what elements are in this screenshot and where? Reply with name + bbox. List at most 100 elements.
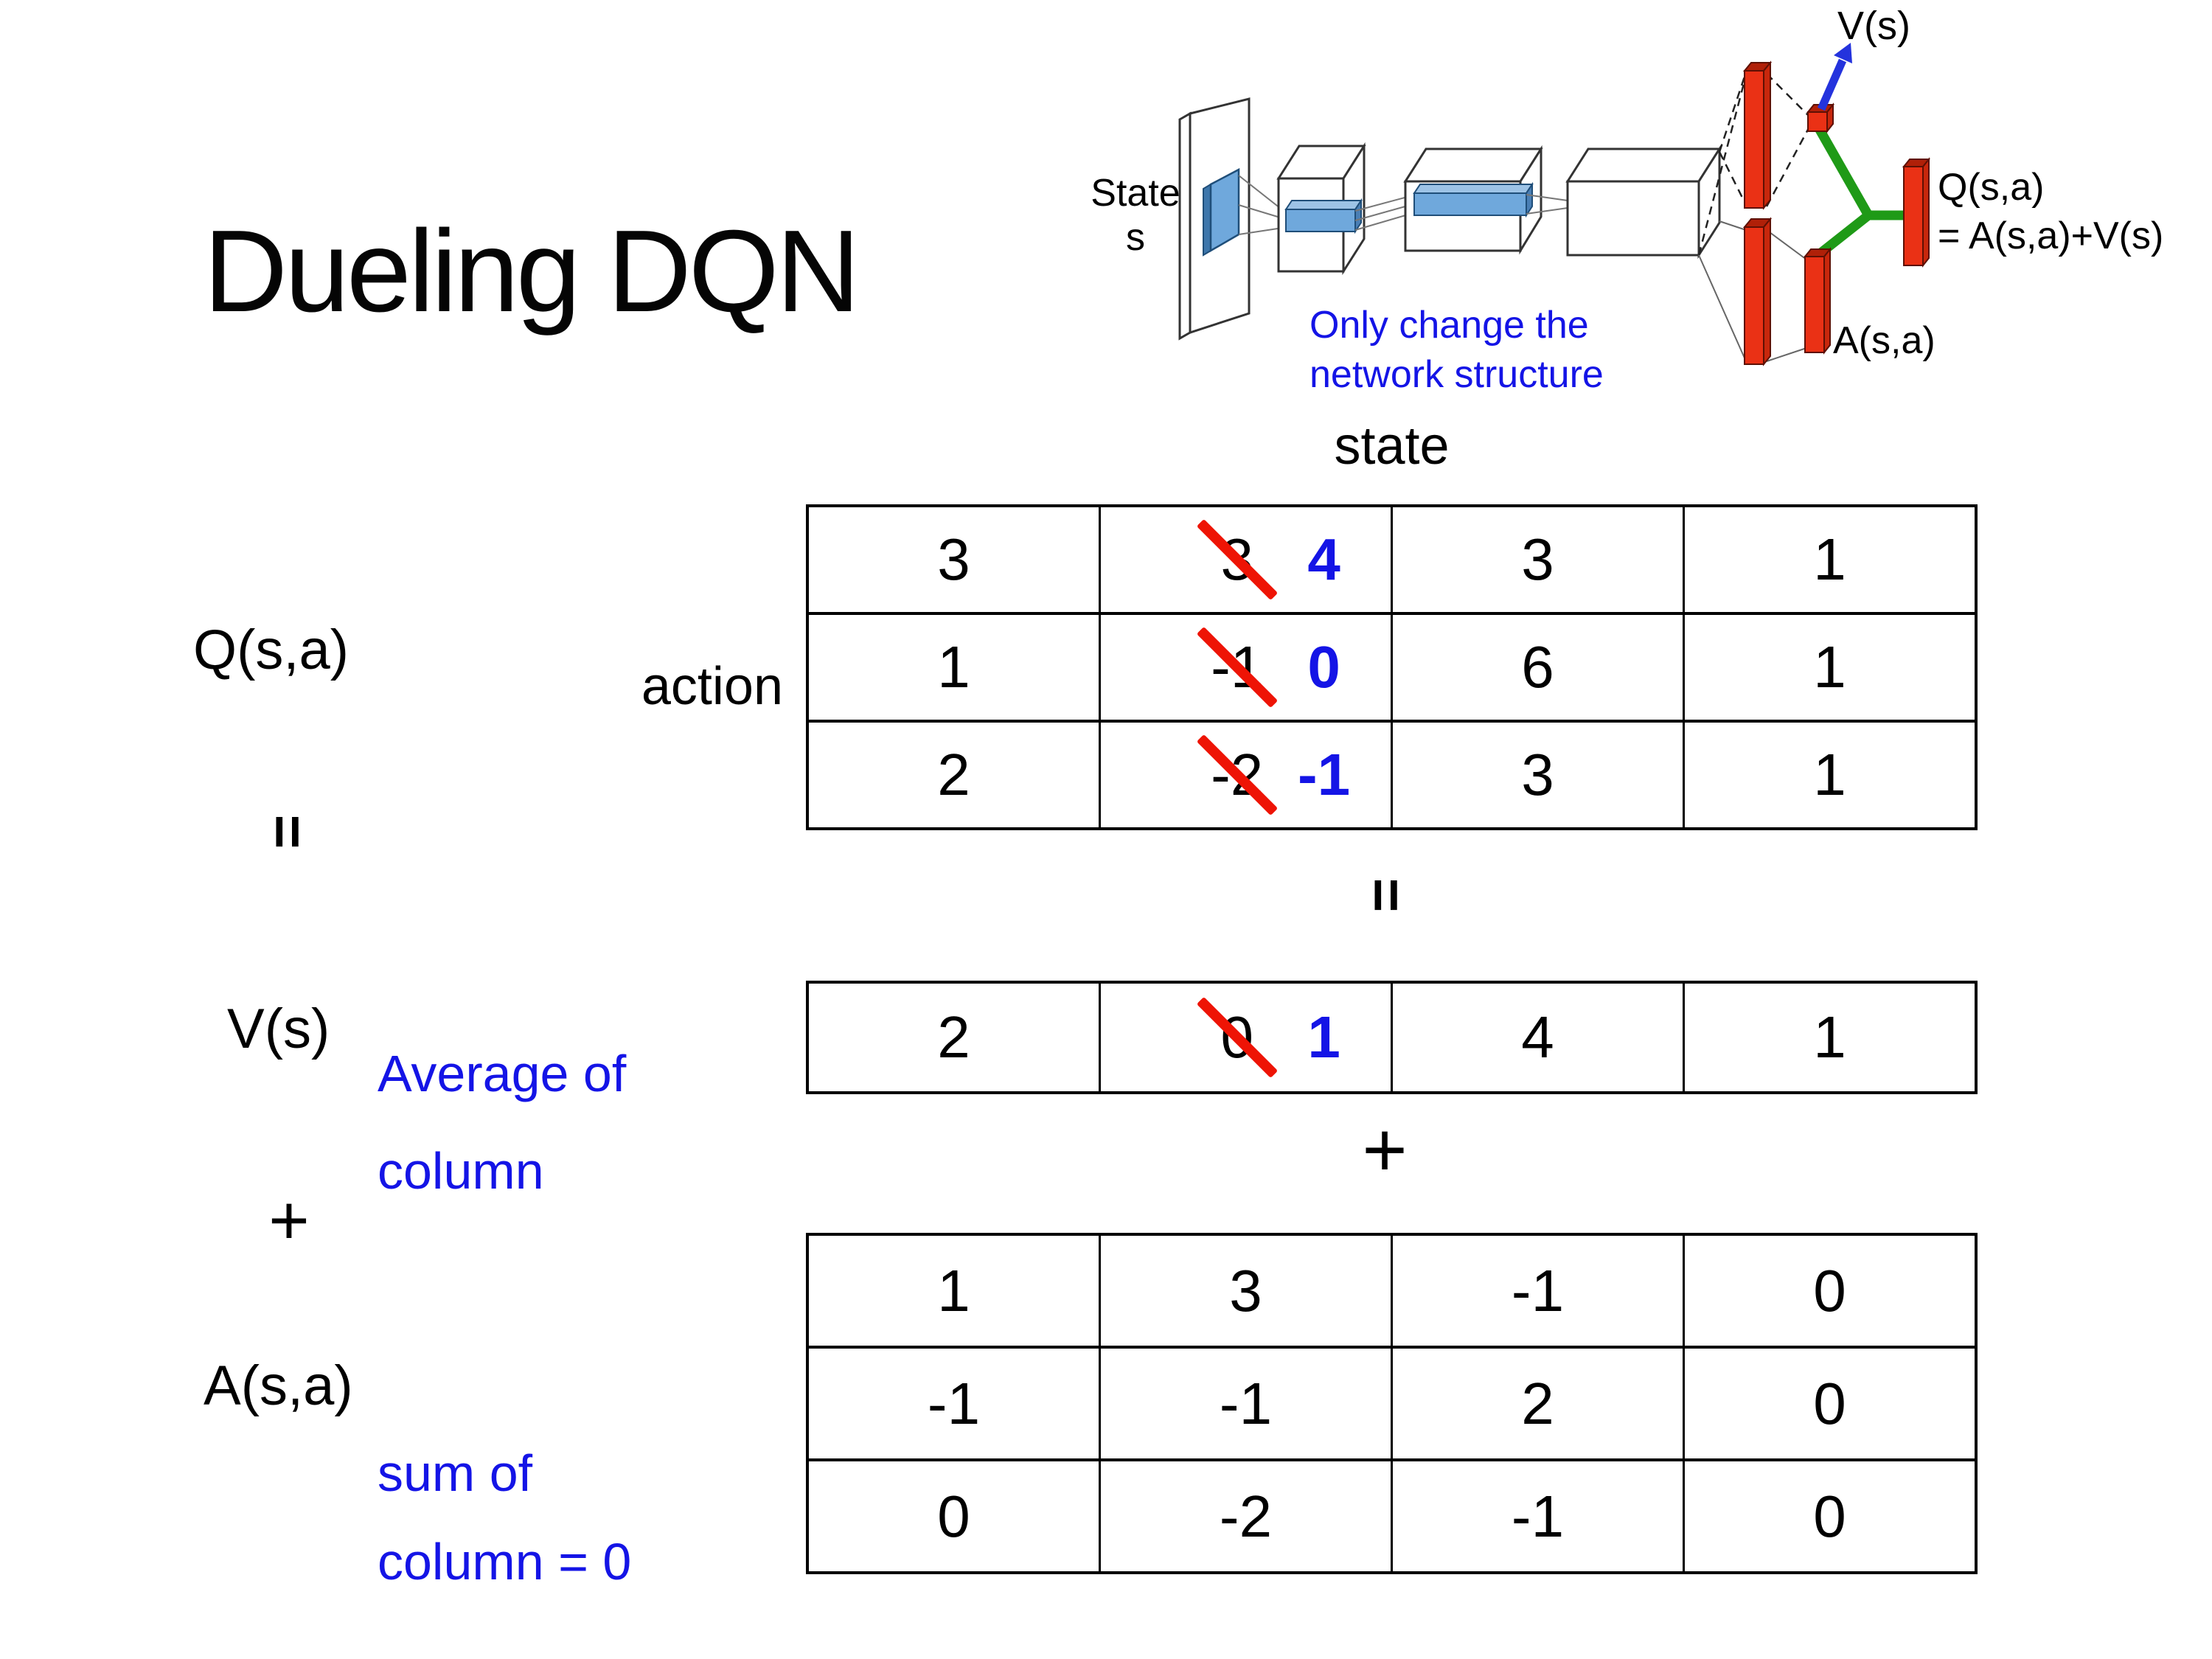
hidden-bar-top <box>1742 60 1773 210</box>
state-value-table: 2 01 4 1 <box>806 981 1978 1094</box>
sum-note: sum of column = 0 <box>378 1429 631 1606</box>
table-cell: 0 <box>1685 1349 1975 1458</box>
equals-sign-left: = <box>255 814 321 849</box>
network-note-line1: Only change the <box>1310 304 1589 347</box>
cell-value: 0 <box>937 1483 970 1549</box>
state-input-label: State s <box>1077 171 1194 260</box>
dashed-connections <box>1697 72 1811 256</box>
solid-connections <box>1698 220 1807 362</box>
average-note: Average of column <box>378 1025 626 1220</box>
merge-junction <box>1809 127 1904 264</box>
table-cell: 1 <box>809 1236 1101 1346</box>
table-row: -1 -1 2 0 <box>809 1349 1975 1461</box>
cell-value: 0 <box>1813 1257 1846 1324</box>
q-matrix-label: Q(s,a) <box>193 619 349 681</box>
cell-value: -1 <box>927 1370 981 1436</box>
table-cell: 1 <box>1685 723 1975 827</box>
fan-lines-3 <box>1526 194 1568 215</box>
hidden-bar-bottom <box>1742 217 1773 366</box>
table-cell: 2 <box>809 723 1101 827</box>
cell-value: 2 <box>1521 1370 1554 1436</box>
table-cell: 3 <box>1393 723 1685 827</box>
a-matrix-label: A(s,a) <box>204 1354 353 1417</box>
advantage-output-label: A(s,a) <box>1833 319 1935 362</box>
table-row: 3 34 3 1 <box>809 507 1975 615</box>
cell-value: 2 <box>937 742 970 807</box>
q-output-label-line1: Q(s,a) <box>1938 166 2045 209</box>
table-cell: 0 <box>1685 1236 1975 1346</box>
cell-value: 0 <box>1813 1483 1846 1549</box>
slide-title: Dueling DQN <box>204 206 860 336</box>
action-axis-label: action <box>641 657 783 716</box>
new-value: 1 <box>1307 1004 1340 1070</box>
table-cell: -10 <box>1101 615 1393 720</box>
fc-box <box>1565 145 1722 260</box>
cell-value: -1 <box>1511 1257 1565 1324</box>
cell-value: 1 <box>1813 526 1846 592</box>
cell-value: 3 <box>937 526 970 592</box>
table-cell: 3 <box>1101 1236 1393 1346</box>
value-output-label: V(s) <box>1837 4 1910 48</box>
conv-filter-2 <box>1284 198 1363 234</box>
network-note-line2: network structure <box>1310 353 1604 396</box>
table-cell: 2 <box>1393 1349 1685 1458</box>
network-note: Only change the network structure <box>1310 301 1604 400</box>
table-cell: 1 <box>1685 615 1975 720</box>
advantage-bar <box>1803 247 1832 355</box>
cell-value: -1 <box>1511 1483 1565 1549</box>
table-cell: 01 <box>1101 984 1393 1091</box>
cell-value: 3 <box>1521 526 1554 592</box>
table-cell: -1 <box>809 1349 1101 1458</box>
cell-value: 0 <box>1813 1370 1846 1436</box>
state-input-line2: s <box>1126 216 1145 259</box>
table-cell: 1 <box>809 615 1101 720</box>
table-cell: -1 <box>1393 1461 1685 1571</box>
table-cell: 3 <box>809 507 1101 612</box>
table-cell: 1 <box>1685 507 1975 612</box>
table-cell: -1 <box>1393 1236 1685 1346</box>
q-output-label-line2: = A(s,a)+V(s) <box>1938 215 2164 257</box>
table-cell: 1 <box>1685 984 1975 1091</box>
cell-value: 1 <box>1813 742 1846 807</box>
cell-value: 3 <box>1229 1257 1262 1324</box>
table-cell: -2 <box>1101 1461 1393 1571</box>
cell-value: 1 <box>937 1257 970 1324</box>
table-cell: 4 <box>1393 984 1685 1091</box>
equals-sign-middle: = <box>1354 877 1419 913</box>
cell-value: 3 <box>1521 742 1554 807</box>
table-cell: -2-1 <box>1101 723 1393 827</box>
average-note-line2: column <box>378 1142 544 1200</box>
cell-value: -1 <box>1219 1370 1273 1436</box>
new-value: 0 <box>1307 634 1340 700</box>
new-value: 4 <box>1307 526 1340 592</box>
cell-value: -2 <box>1219 1483 1273 1549</box>
new-value: -1 <box>1298 742 1351 807</box>
plus-sign-middle: + <box>1362 1107 1408 1193</box>
table-cell: 3 <box>1393 507 1685 612</box>
table-row: 1 3 -1 0 <box>809 1236 1975 1349</box>
cell-value: 2 <box>937 1004 970 1070</box>
network-diagram-art <box>1178 43 1931 366</box>
table-cell: 34 <box>1101 507 1393 612</box>
table-cell: -1 <box>1101 1349 1393 1458</box>
cell-value: 1 <box>1813 1004 1846 1070</box>
cell-value: 1 <box>937 634 970 700</box>
table-cell: 6 <box>1393 615 1685 720</box>
cell-value: 4 <box>1521 1004 1554 1070</box>
q-output-bar <box>1902 157 1931 268</box>
state-input-line1: State <box>1091 172 1180 215</box>
conv-filter-3 <box>1413 181 1534 218</box>
table-cell: 2 <box>809 984 1101 1091</box>
advantage-table: 1 3 -1 0 -1 -1 2 0 0 -2 -1 0 <box>806 1233 1978 1574</box>
table-cell: 0 <box>809 1461 1101 1571</box>
input-plate <box>1178 97 1251 341</box>
plus-sign-left: + <box>268 1181 310 1260</box>
sum-note-line2: column = 0 <box>378 1533 632 1590</box>
table-row: 2 01 4 1 <box>809 984 1975 1091</box>
sum-note-line1: sum of <box>378 1444 533 1502</box>
table-cell: 0 <box>1685 1461 1975 1571</box>
value-arrow-icon <box>1817 43 1852 111</box>
